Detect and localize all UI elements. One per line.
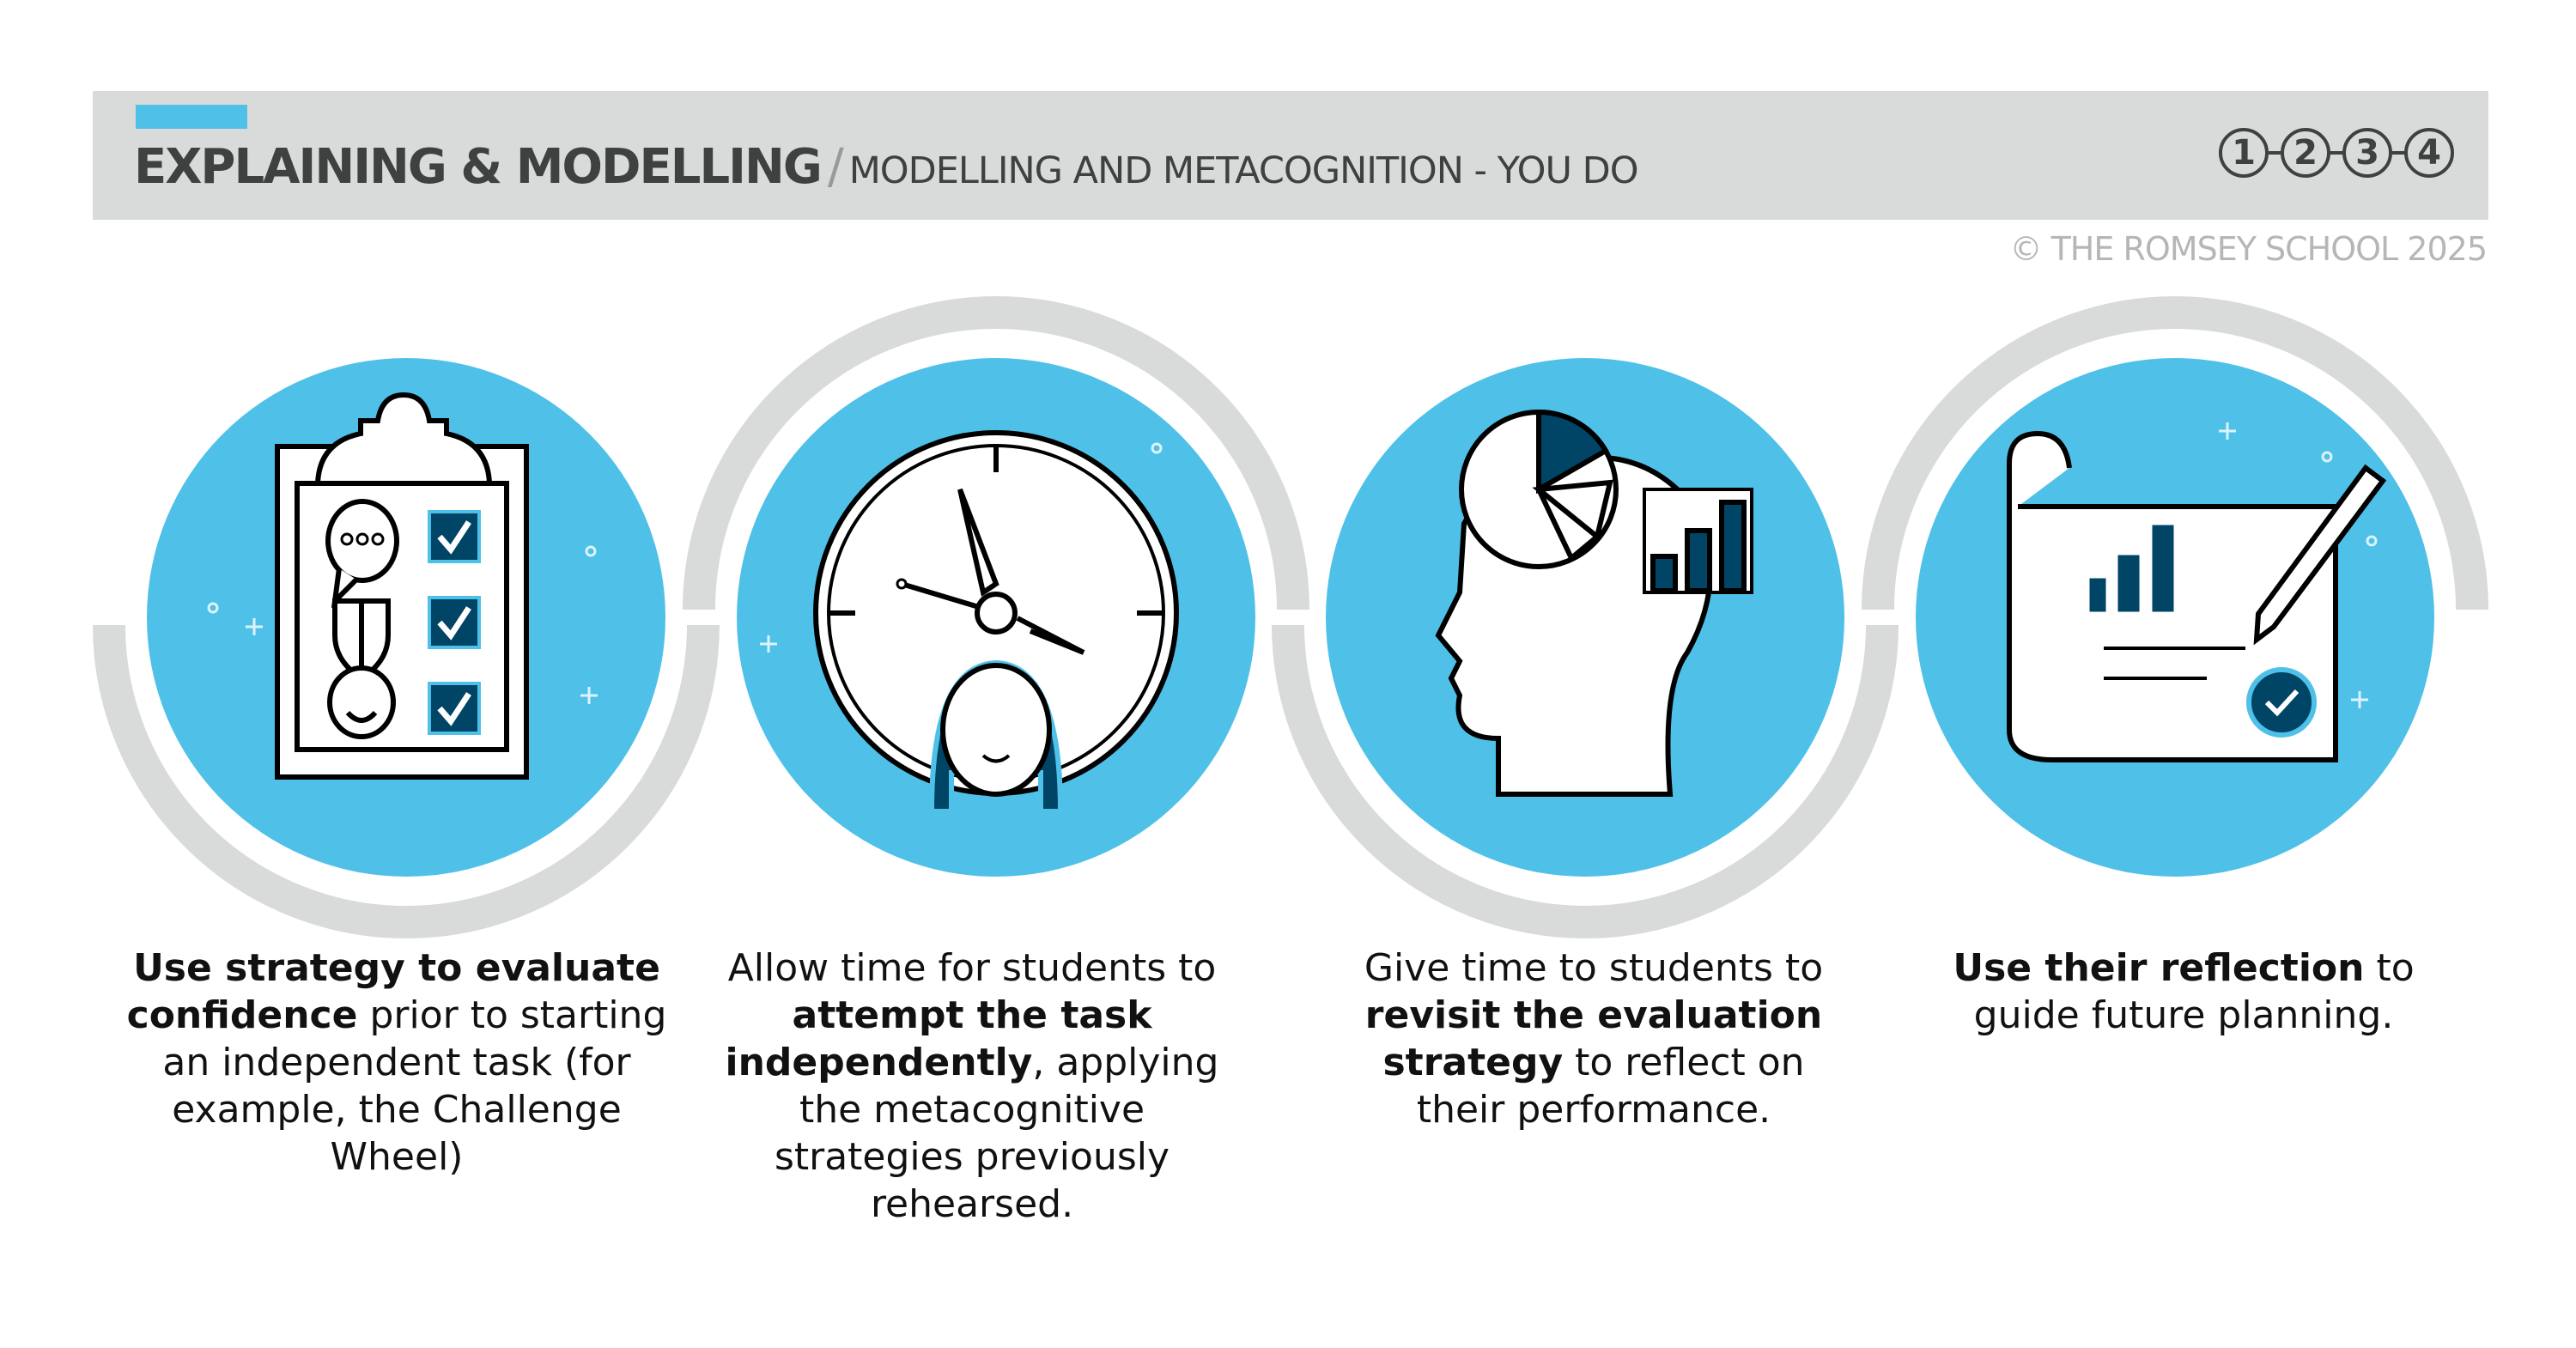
step-1: 1	[2219, 128, 2269, 178]
page-title: EXPLAINING & MODELLING/MODELLING AND MET…	[134, 139, 1639, 195]
step-connector	[2269, 151, 2281, 155]
step-connector	[2392, 151, 2404, 155]
connector-arc-2	[683, 296, 1309, 610]
caption-text: Give time to students to	[1364, 946, 1824, 990]
clipboard-checklist-icon	[275, 392, 529, 780]
stage-caption-3: Give time to students to revisit the eva…	[1336, 944, 1851, 1133]
accent-bar	[136, 105, 247, 129]
caption-bold: attempt the task independently	[725, 993, 1152, 1084]
connector-arc-1	[93, 624, 720, 938]
step-indicator: 1 2 3 4	[2219, 128, 2454, 178]
head-chart-icon	[1435, 409, 1753, 797]
step-connector	[2330, 151, 2342, 155]
stage-caption-1: Use strategy to evaluate confidence prio…	[122, 944, 671, 1181]
caption-text: to guide future planning.	[1973, 946, 2415, 1037]
caption-bold: Use strategy to evaluate confidence	[126, 946, 660, 1037]
page-subtitle: MODELLING AND METACOGNITION - YOU DO	[848, 149, 1639, 192]
copyright: © THE ROMSEY SCHOOL 2025	[2009, 230, 2488, 268]
decorative-sparkles	[207, 422, 2378, 708]
connector-arc-4	[1862, 296, 2488, 610]
step-4: 4	[2404, 128, 2454, 178]
connector-arc-3	[1272, 624, 1899, 938]
caption-text: Allow time for students to	[727, 946, 1217, 990]
header-bar: EXPLAINING & MODELLING/MODELLING AND MET…	[93, 91, 2488, 220]
stage-caption-2: Allow time for students to attempt the t…	[706, 944, 1238, 1228]
caption-bold: revisit the evaluation strategy	[1364, 993, 1823, 1084]
clock-student-icon	[813, 430, 1179, 814]
caption-text: , applying the metacognitive strategies …	[774, 1041, 1219, 1226]
step-2: 2	[2281, 128, 2330, 178]
title-main: EXPLAINING & MODELLING	[134, 139, 823, 195]
caption-text: to reflect on their performance.	[1416, 1041, 1805, 1132]
scroll-pen-icon	[2007, 430, 2387, 762]
stage-caption-4: Use their reflection to guide future pla…	[1943, 944, 2424, 1039]
title-separator: /	[827, 139, 844, 195]
caption-bold: Use their reflection	[1953, 946, 2365, 990]
caption-text: prior to starting an independent task (f…	[162, 993, 667, 1179]
step-3: 3	[2342, 128, 2392, 178]
